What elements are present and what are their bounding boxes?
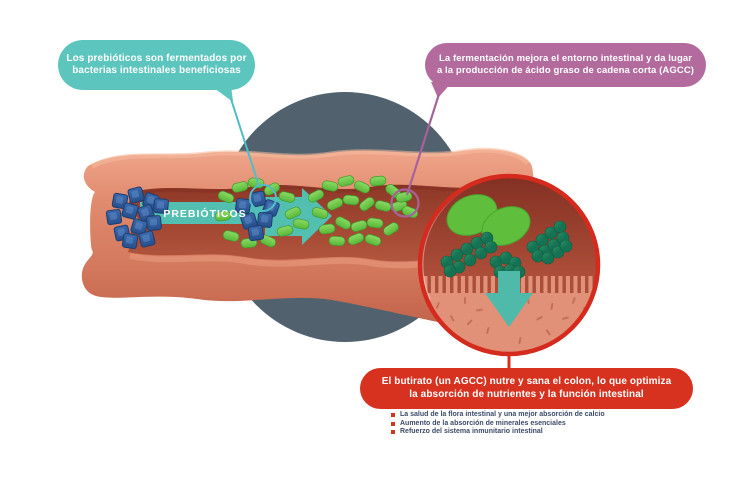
top-wall-highlight — [90, 147, 530, 169]
bullet-square-icon — [391, 413, 395, 417]
callout-butyrate-line2: la absorción de nutrientes y la función … — [409, 388, 644, 400]
purple-connector-line — [405, 93, 441, 196]
callout-butyrate-line1: El butirato (un AGCC) nutre y sana el co… — [381, 376, 672, 387]
zoom-circle-border — [417, 173, 601, 357]
list-item: Aumento de la absorción de minerales ese… — [391, 420, 691, 427]
absorption-arrow — [485, 271, 533, 327]
scfa-zoom-circle — [417, 173, 601, 357]
benefit-text-1: La salud de la flora intestinal y una me… — [400, 411, 605, 418]
callout-prebiotics-line2: bacterias intestinales beneficiosas — [72, 65, 241, 76]
benefit-text-2: Aumento de la absorción de minerales ese… — [400, 419, 566, 427]
callout-fermentation: La fermentación mejora el entorno intest… — [425, 43, 706, 87]
benefit-text-3: Refuerzo del sistema inmunitario intesti… — [400, 428, 543, 435]
zoomed-bacteria — [446, 194, 531, 246]
bullet-square-icon — [391, 430, 395, 434]
list-item: La salud de la flora intestinal y una me… — [391, 411, 691, 418]
list-item: Refuerzo del sistema inmunitario intesti… — [391, 428, 691, 435]
purple-magnifier-circle — [390, 188, 420, 218]
callout-prebiotics-line1: Los prebióticos son fermentados por — [66, 52, 247, 64]
lumen-top-shadow — [133, 185, 490, 196]
teal-connector-line — [230, 98, 260, 187]
callout-fermentation-line2: a la producción de ácido graso de cadena… — [436, 65, 695, 76]
benefits-list: La salud de la flora intestinal y una me… — [391, 411, 691, 437]
callout-prebiotics: Los prebióticos son fermentados por bact… — [58, 40, 255, 90]
bullet-square-icon — [391, 421, 395, 426]
teal-magnifier-circle — [249, 184, 277, 212]
callout-fermentation-line1: La fermentación mejora el entorno intest… — [438, 53, 693, 64]
prebiotics-band-label: PREBIÓTICOS — [163, 207, 247, 220]
callout-butyrate: El butirato (un AGCC) nutre y sana el co… — [360, 368, 693, 409]
